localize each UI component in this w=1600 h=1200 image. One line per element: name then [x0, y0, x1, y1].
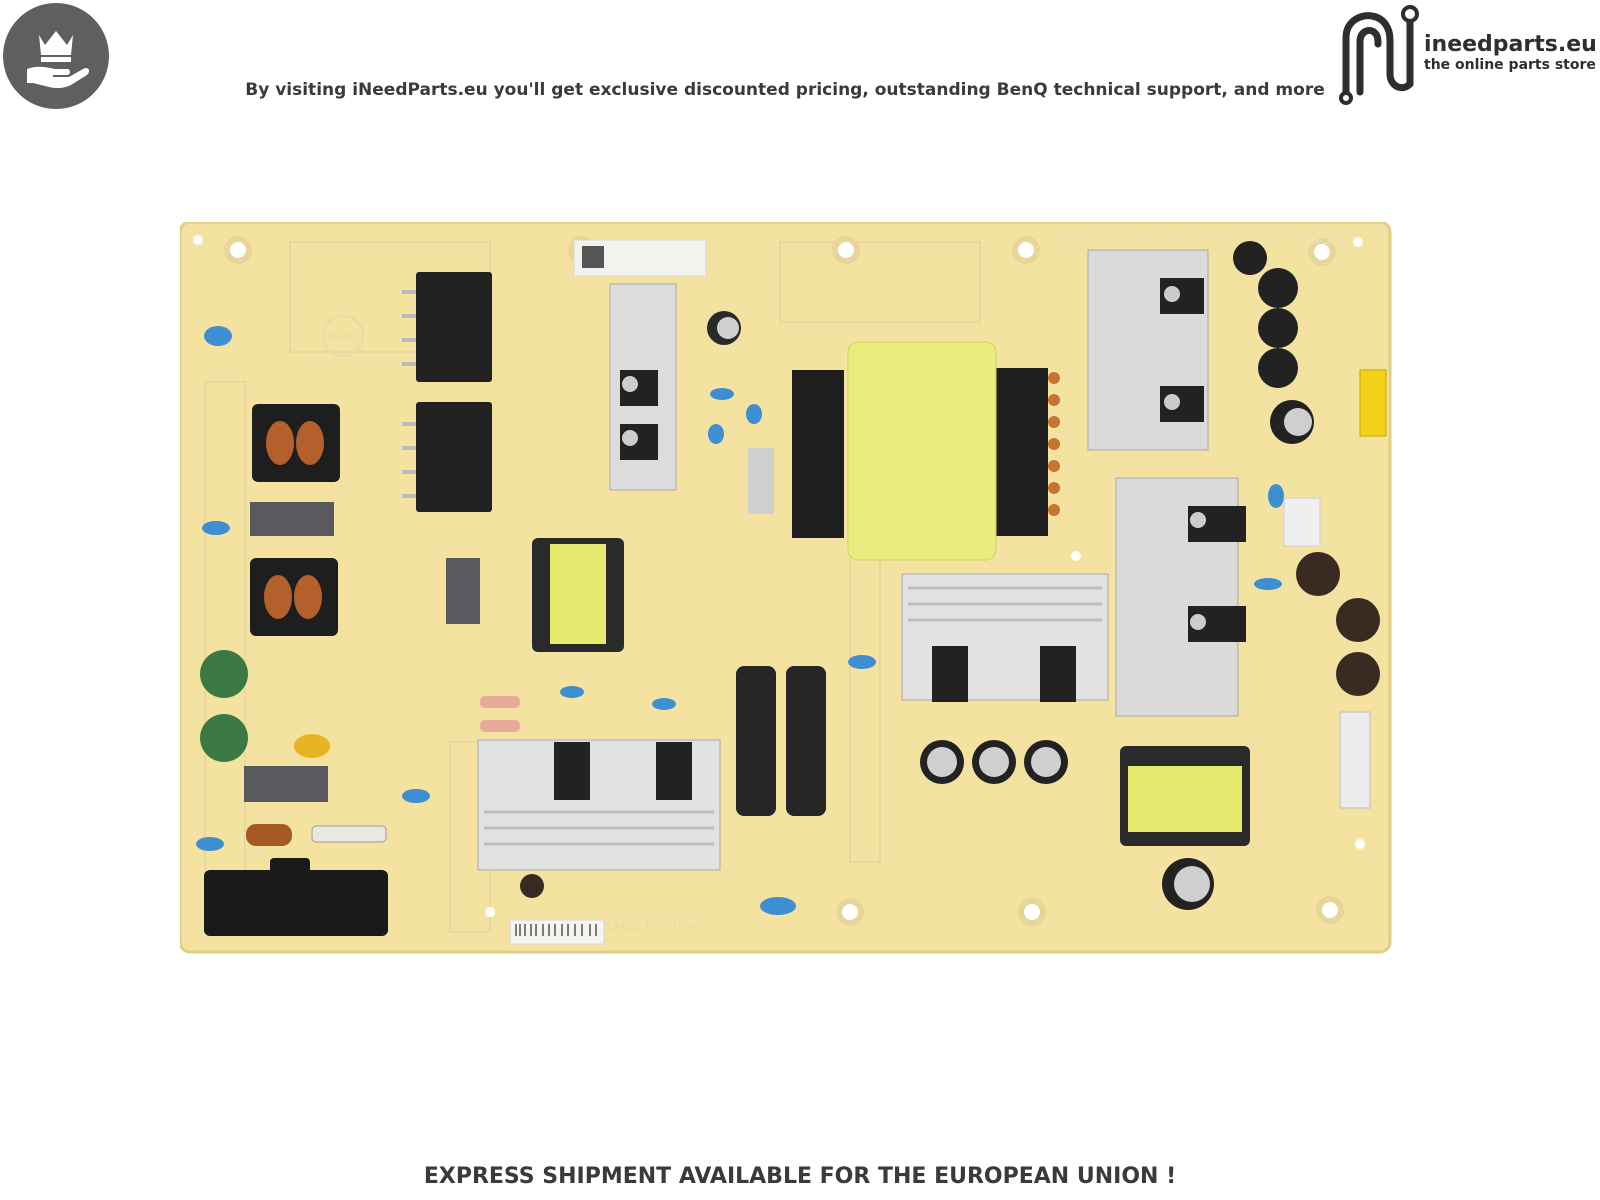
- brand-name: ineedparts.eu: [1424, 32, 1597, 57]
- resistor: [480, 720, 520, 732]
- x-capacitor: [244, 766, 328, 802]
- y-capacitors: [196, 326, 1284, 915]
- bridge-rectifier: [416, 402, 492, 512]
- output-connector: [1359, 369, 1387, 437]
- shipping-notice: EXPRESS SHIPMENT AVAILABLE FOR THE EUROP…: [423, 1164, 1177, 1189]
- electrolytic-capacitors: [520, 241, 1380, 910]
- x-capacitor: [250, 502, 334, 536]
- fuse: [311, 825, 387, 843]
- ac-input-connector: [204, 870, 388, 936]
- bulk-capacitor: [736, 666, 776, 816]
- ptc-thermistor: [294, 734, 330, 758]
- power-board-photo: TPV 715GC745-P01-003-B03R RoHS AF LABEL …: [180, 222, 1392, 954]
- varistor: [200, 714, 248, 762]
- inductor-coil: [246, 824, 292, 846]
- signal-connector: [1339, 711, 1371, 809]
- relay: [748, 448, 774, 514]
- ineedparts-logo[interactable]: ineedparts.eu the online parts store: [1338, 2, 1600, 106]
- brand-tagline: the online parts store: [1424, 57, 1596, 73]
- bridge-rectifier: [416, 272, 492, 382]
- varistor: [200, 650, 248, 698]
- promo-tagline: By visiting iNeedParts.eu you'll get exc…: [245, 80, 1325, 100]
- bulk-capacitor: [786, 666, 826, 816]
- circuit-n-icon: [1339, 5, 1419, 105]
- resistor: [480, 696, 520, 708]
- main-transformer: [847, 341, 997, 561]
- x-capacitor: [446, 558, 480, 624]
- rohs-mark: RoHS: [330, 330, 359, 343]
- crown-hand-logo: [3, 3, 109, 109]
- barcode-lines: [515, 924, 597, 936]
- opto-coupler: [1283, 497, 1321, 547]
- transformer-bobbin: [792, 370, 844, 538]
- pcb-silkscreen-model: TPV 715GC745-P01-003-B03R: [1051, 228, 1347, 249]
- af-label-silkscreen: AF LABEL POSITION: [590, 920, 698, 933]
